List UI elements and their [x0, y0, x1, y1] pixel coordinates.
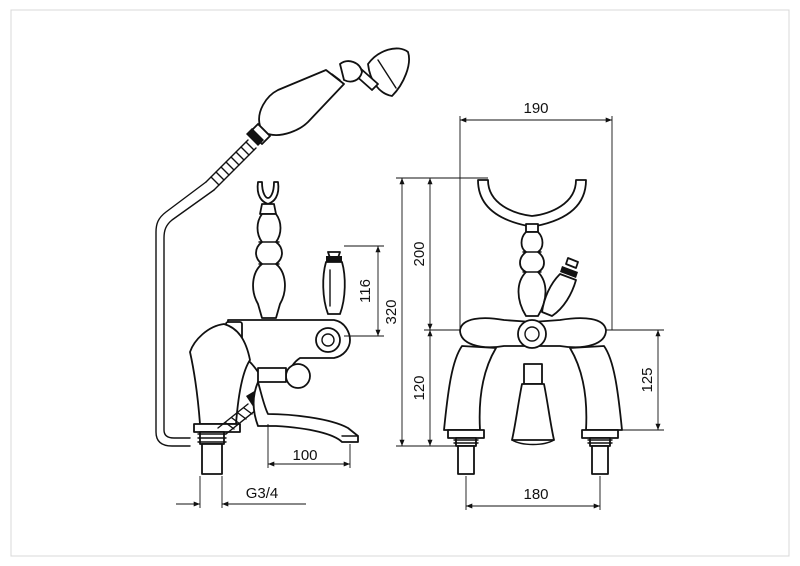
hose-upper-coil — [155, 139, 257, 447]
dim-base-height-left: 120 — [411, 375, 428, 400]
shower-cradle-front — [477, 179, 587, 233]
side-view — [155, 47, 410, 475]
pedestal-left-side — [189, 323, 251, 475]
column-side — [252, 213, 286, 319]
side-dimensions: 116 100 G3/4 — [176, 245, 384, 508]
spout-side — [252, 381, 359, 443]
dim-width-top: 190 — [523, 100, 548, 117]
column-front — [517, 231, 547, 317]
dim-bridge-height: 200 — [411, 241, 428, 266]
lever-handle-front — [541, 257, 579, 317]
drawing-border — [10, 9, 790, 557]
dim-centers: 180 — [523, 486, 548, 503]
front-view — [443, 179, 623, 475]
dim-base-height-right: 125 — [639, 367, 656, 392]
hand-shower-handle — [246, 69, 345, 146]
front-dimensions: 190 320 200 120 125 180 — [383, 100, 664, 510]
spout-front — [511, 363, 555, 446]
pedestal-left-front — [443, 345, 497, 475]
pedestal-right-front — [569, 345, 623, 475]
lever-handle-side — [322, 251, 346, 315]
hand-shower-head — [339, 47, 410, 97]
dim-total-height: 320 — [383, 299, 400, 324]
dim-thread: G3/4 — [246, 485, 279, 502]
mixer-body-front — [459, 317, 607, 349]
dim-lever-height: 116 — [357, 279, 374, 303]
dim-spout-reach: 100 — [292, 447, 317, 464]
shower-cradle-side — [256, 181, 280, 215]
